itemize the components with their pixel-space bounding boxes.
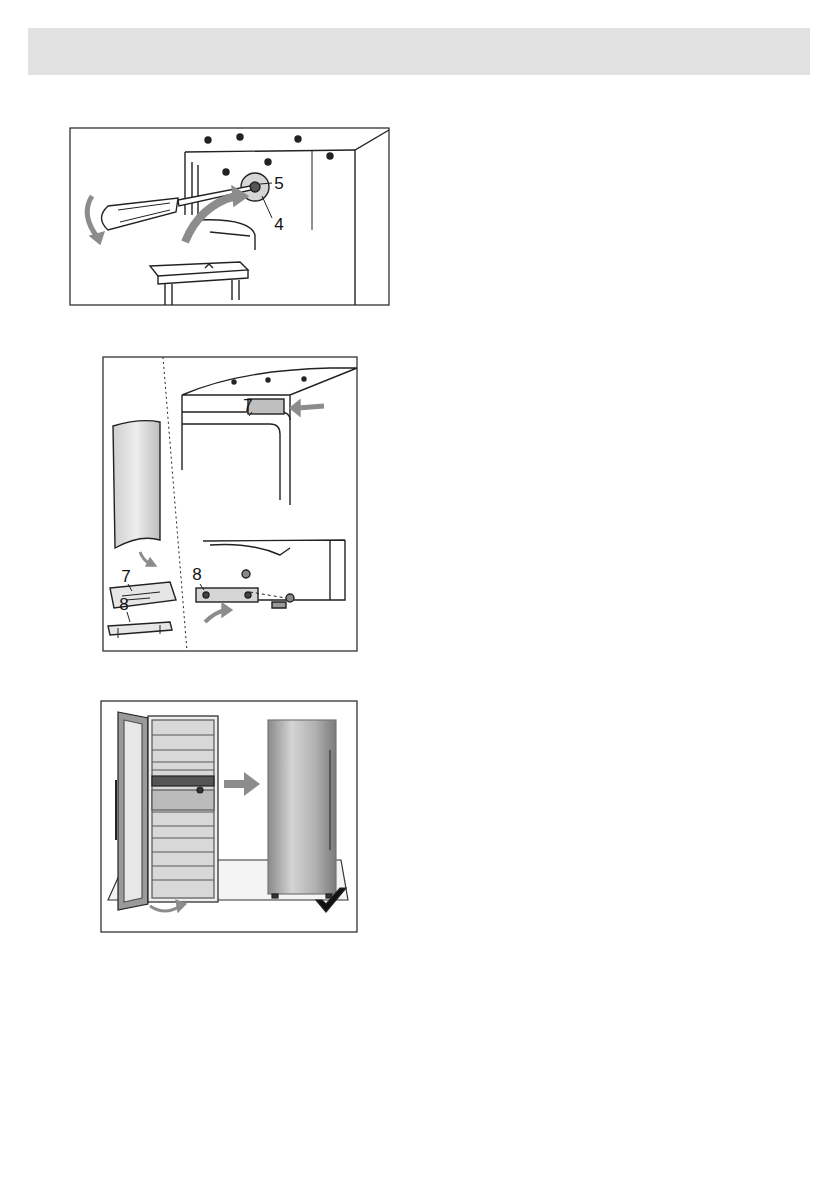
callout-number: 7	[241, 396, 254, 415]
callout-number: 4	[272, 215, 285, 234]
callout-number: 5	[272, 174, 285, 193]
figure-door-reversed	[101, 701, 357, 932]
header-bar	[28, 28, 810, 75]
callout-number: 8	[117, 595, 130, 614]
callout-number: 8	[190, 565, 203, 584]
figure-screw-removal	[70, 128, 389, 305]
figure-cover-fitting	[103, 357, 357, 651]
callout-number: 7	[119, 567, 132, 586]
